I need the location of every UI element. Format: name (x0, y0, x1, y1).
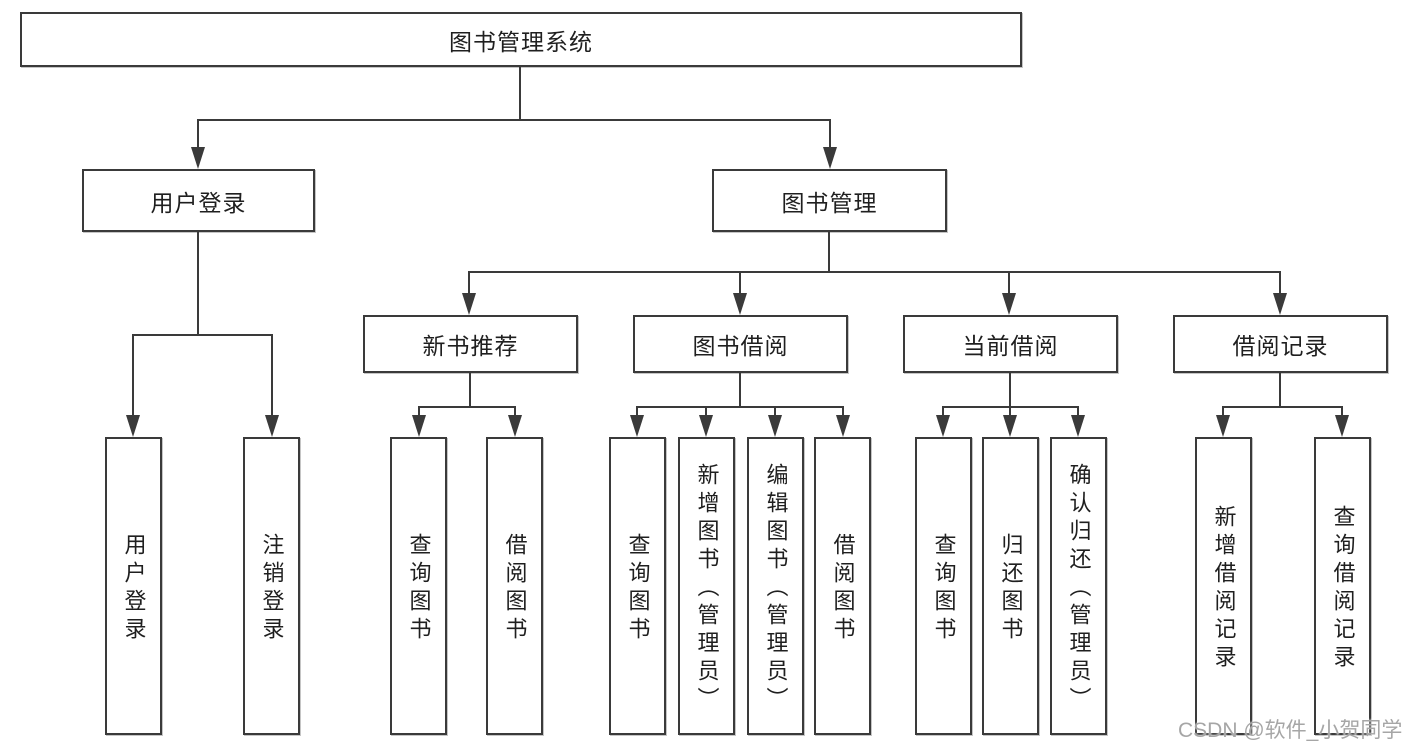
arrow-down-icon (265, 415, 279, 437)
connector-line (418, 406, 516, 408)
connector-line (197, 232, 199, 336)
arrow-down-icon (630, 415, 644, 437)
connector-line (1222, 406, 1343, 408)
connector-line (132, 334, 134, 418)
leaf-logout: 注销登录 (243, 437, 300, 735)
connector-line (197, 119, 831, 121)
connector-line (469, 373, 471, 408)
node-library-management-system: 图书管理系统 (20, 12, 1022, 67)
leaf-add-books-admin: 新增图书（管理员） (678, 437, 735, 735)
connector-line (468, 271, 470, 297)
arrow-down-icon (191, 147, 205, 169)
connector-line (132, 334, 273, 336)
connector-line (197, 119, 199, 151)
connector-line (1222, 406, 1224, 420)
connector-line (739, 373, 741, 408)
arrow-down-icon (508, 415, 522, 437)
leaf-borrow-books: 借阅图书 (814, 437, 871, 735)
connector-line (829, 119, 831, 151)
connector-line (636, 406, 844, 408)
connector-line (1279, 373, 1281, 408)
node-current-borrowing: 当前借阅 (903, 315, 1118, 373)
arrow-down-icon (462, 293, 476, 315)
connector-line (774, 406, 776, 420)
leaf-borrow-books-recommend: 借阅图书 (486, 437, 543, 735)
watermark: CSDN @软件_小贺同学 (1178, 719, 1403, 742)
leaf-user-login: 用户登录 (105, 437, 162, 735)
connector-line (1009, 373, 1011, 408)
connector-line (942, 406, 944, 420)
leaf-confirm-return-admin: 确认归还（管理员） (1050, 437, 1107, 735)
arrow-down-icon (699, 415, 713, 437)
connector-line (705, 406, 707, 420)
connector-line (514, 406, 516, 420)
arrow-down-icon (1002, 293, 1016, 315)
connector-line (739, 271, 741, 297)
arrow-down-icon (1071, 415, 1085, 437)
arrow-down-icon (836, 415, 850, 437)
arrow-down-icon (412, 415, 426, 437)
connector-line (636, 406, 638, 420)
leaf-add-borrow-record: 新增借阅记录 (1195, 437, 1252, 735)
arrow-down-icon (936, 415, 950, 437)
node-book-management: 图书管理 (712, 169, 947, 232)
arrow-down-icon (733, 293, 747, 315)
arrow-down-icon (1335, 415, 1349, 437)
leaf-query-books-borrow: 查询图书 (609, 437, 666, 735)
connector-line (418, 406, 420, 420)
connector-line (1279, 271, 1281, 297)
node-borrowing-records: 借阅记录 (1173, 315, 1388, 373)
arrow-down-icon (1003, 415, 1017, 437)
arrow-down-icon (1273, 293, 1287, 315)
node-book-borrowing: 图书借阅 (633, 315, 848, 373)
leaf-edit-books-admin: 编辑图书（管理员） (747, 437, 804, 735)
arrow-down-icon (1216, 415, 1230, 437)
connector-line (271, 334, 273, 418)
connector-line (828, 232, 830, 273)
arrow-down-icon (126, 415, 140, 437)
connector-line (519, 67, 521, 121)
node-new-book-recommend: 新书推荐 (363, 315, 578, 373)
connector-line (468, 271, 1281, 273)
leaf-return-books: 归还图书 (982, 437, 1039, 735)
arrow-down-icon (768, 415, 782, 437)
leaf-query-borrow-record: 查询借阅记录 (1314, 437, 1371, 735)
connector-line (1008, 271, 1010, 297)
leaf-query-books-recommend: 查询图书 (390, 437, 447, 735)
connector-line (1009, 406, 1011, 420)
connector-line (1341, 406, 1343, 420)
leaf-query-books-current: 查询图书 (915, 437, 972, 735)
connector-line (1077, 406, 1079, 420)
arrow-down-icon (823, 147, 837, 169)
connector-line (842, 406, 844, 420)
node-user-login: 用户登录 (82, 169, 315, 232)
